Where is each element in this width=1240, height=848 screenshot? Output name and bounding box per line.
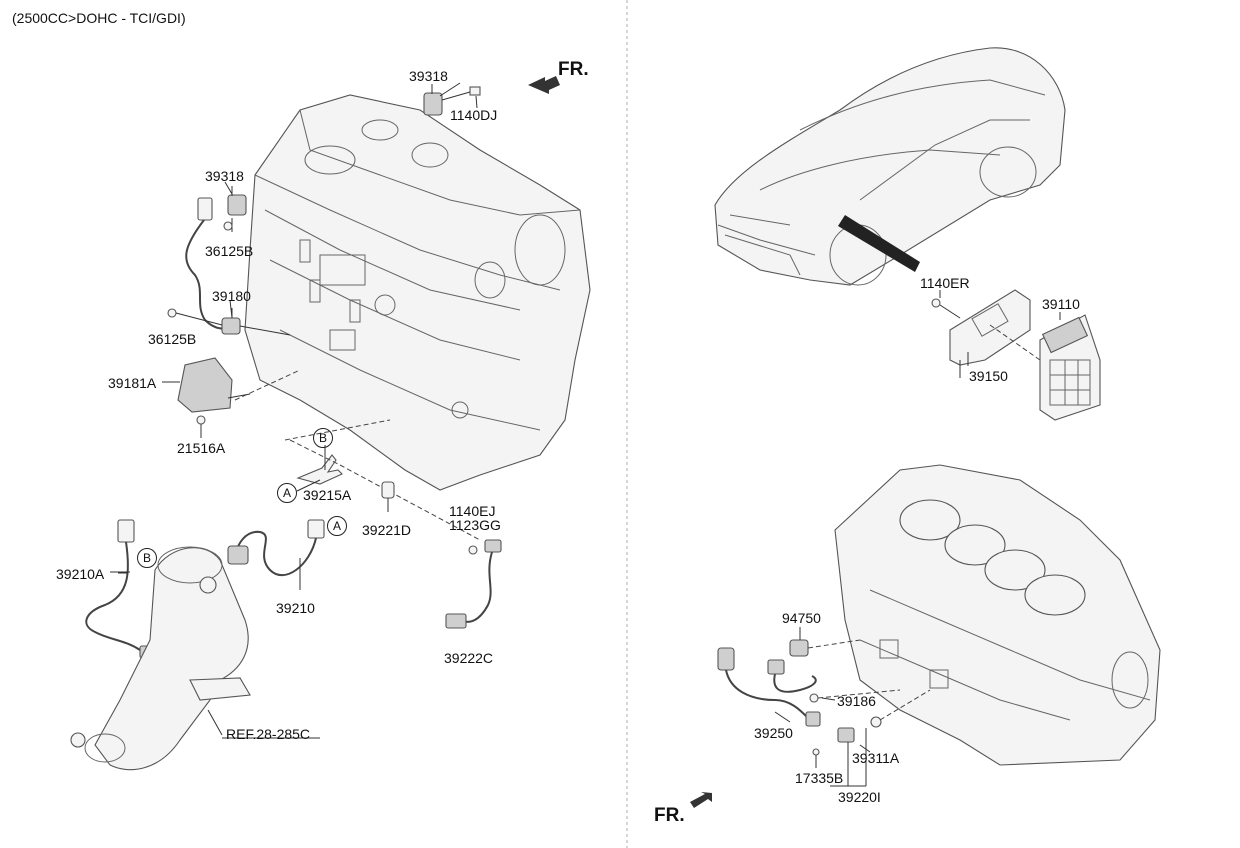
fr-label-top: FR.: [558, 59, 589, 80]
car-illustration: [714, 47, 1066, 286]
crank-sensor: [167, 197, 291, 336]
bolt-1140ER: [931, 298, 941, 308]
leader-lines-right: [774, 290, 1061, 787]
block-harness: [717, 639, 931, 768]
part-label-39250: 39250: [754, 725, 793, 741]
oxygen-sensor-front: [227, 519, 325, 590]
ecu-dash: [989, 324, 1041, 361]
part-label-39215A: 39215A: [303, 487, 352, 503]
part-label-39311A: 39311A: [852, 750, 900, 766]
part-label-39210A: 39210A: [56, 566, 105, 582]
engine-head-illustration: [244, 94, 591, 491]
part-label-39150: 39150: [969, 368, 1008, 384]
bolt-1140ER-shank: [939, 304, 961, 319]
part-label-36125B: 36125B: [148, 331, 197, 347]
cylinder-block: [834, 464, 1161, 766]
callout-b: B: [313, 428, 333, 448]
part-label-21516A: 21516A: [177, 440, 226, 456]
part-label-39110: 39110: [1042, 296, 1080, 312]
wire-clip: [381, 481, 395, 512]
ecu-bracket: [949, 289, 1031, 378]
part-label-39210: 39210: [276, 600, 315, 616]
fr-label-bottom: FR.: [654, 805, 685, 826]
part-label-39318: 39318: [409, 68, 448, 84]
engine-spec-header: (2500CC>DOHC - TCI/GDI): [12, 10, 186, 26]
part-label-1140ER: 1140ER: [920, 275, 970, 291]
heat-shield: [177, 357, 301, 425]
part-label-1140DJ: 1140DJ: [450, 107, 498, 123]
part-label-17335B: 17335B: [795, 770, 844, 786]
leader-lines-left: [118, 82, 461, 574]
ref-leader: [207, 709, 223, 736]
part-label-39181A: 39181A: [108, 375, 157, 391]
cam-sensor-top: [423, 84, 481, 116]
callout-a: A: [327, 516, 347, 536]
part-label-39186: 39186: [837, 693, 876, 709]
part-label-1123GG: 1123GG: [449, 517, 501, 533]
ref-label: REF.28-285C: [226, 726, 311, 742]
part-label-1140EJ: 1140EJ: [449, 503, 496, 519]
cam-sensor-left: [223, 186, 247, 232]
knock-harness: [445, 539, 502, 629]
ecu-module: [1039, 314, 1101, 421]
fr-arrow-top: [528, 76, 560, 94]
catalytic-converter: [70, 546, 251, 771]
part-label-39220I: 39220I: [838, 789, 881, 805]
part-label-94750: 94750: [782, 610, 821, 626]
oxygen-sensor-rear: [85, 519, 155, 659]
part-label-36125B: 36125B: [205, 243, 254, 259]
part-label-39318: 39318: [205, 168, 244, 184]
callout-a: A: [277, 483, 297, 503]
part-label-39221D: 39221D: [362, 522, 412, 538]
part-label-39222C: 39222C: [444, 650, 494, 666]
fr-arrow-bottom: [690, 792, 712, 808]
part-label-39180: 39180: [212, 288, 251, 304]
callout-b: B: [137, 548, 157, 568]
